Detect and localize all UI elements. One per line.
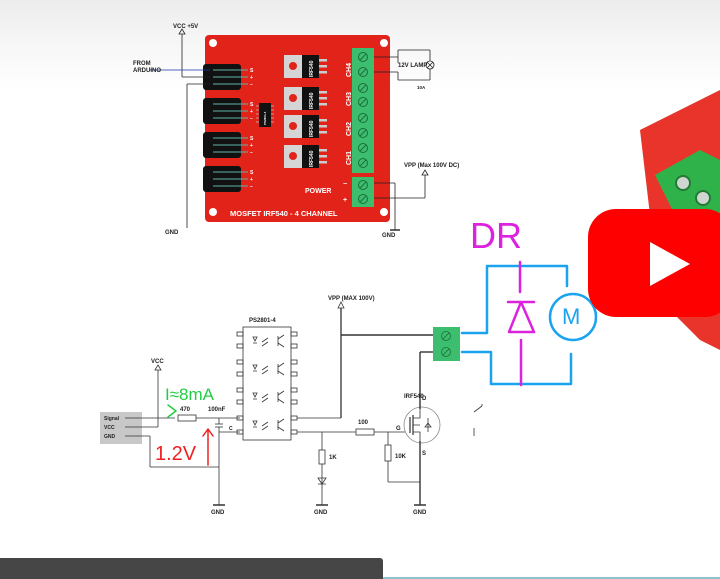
gnd-label: GND <box>165 230 179 236</box>
video-control-bar[interactable] <box>0 558 383 579</box>
pin-label: S <box>250 170 254 176</box>
connector-pin-signal: Signal <box>104 416 120 422</box>
voltage-annotation: 1.2V <box>155 443 197 465</box>
mosfet-label: IRF540 <box>404 394 424 400</box>
pin-label: − <box>250 116 253 122</box>
gnd-label: GND <box>413 510 427 516</box>
ic-label: PS2801-4 <box>249 318 276 324</box>
pin-label: + <box>250 75 253 81</box>
vcc-label: VCC +5V <box>173 24 198 30</box>
mosfet-label: IRF540 <box>309 92 315 109</box>
signal-connector <box>100 412 142 444</box>
mosfet-module-board: S + − S + − S + − S + − PS2801-4 <box>203 35 390 222</box>
diode-label: DR <box>470 215 522 256</box>
pin-label: − <box>250 82 253 88</box>
resistor-1k-label: 1K <box>329 455 337 461</box>
vcc-label: VCC <box>151 359 164 365</box>
power-label: POWER <box>305 188 331 195</box>
pin-label: S <box>250 102 254 108</box>
from-arduino-label: FROM <box>133 61 151 67</box>
current-annotation: I≈8mA <box>165 385 215 404</box>
handwritten-annotations: I≈8mA 1.2V DR M <box>155 215 598 466</box>
svg-text:ARDUINO: ARDUINO <box>133 68 161 74</box>
lamp-label: 12V LAMP <box>398 63 427 69</box>
module-title: MOSFET IRF540 - 4 CHANNEL <box>230 209 338 218</box>
gnd-label: GND <box>314 510 328 516</box>
circuit-schematic <box>100 301 483 506</box>
svg-text:G: G <box>396 426 401 432</box>
channel-label-ch4: CH4 <box>346 63 353 77</box>
svg-text:PS2801-4: PS2801-4 <box>263 111 267 125</box>
progress-track[interactable] <box>383 577 720 579</box>
connector-pin-gnd: GND <box>104 434 116 440</box>
pin-label: − <box>250 184 253 190</box>
svg-text:−: − <box>343 181 347 188</box>
mosfet-label: IRF540 <box>309 150 315 167</box>
gnd-label: GND <box>211 510 225 516</box>
youtube-play-button[interactable] <box>588 209 720 317</box>
pin-label: − <box>250 150 253 156</box>
module-wiring <box>150 28 435 231</box>
svg-text:+: + <box>343 197 347 204</box>
ps2801-ic <box>242 326 292 441</box>
lamp-current: 10A <box>417 85 426 90</box>
svg-text:S: S <box>422 451 426 457</box>
pin-label: S <box>250 68 254 74</box>
optocoupler-chip: PS2801-4 <box>256 103 274 127</box>
motor-label: M <box>562 304 580 329</box>
play-icon <box>650 242 690 286</box>
pin-label: + <box>250 143 253 149</box>
mosfet-label: IRF540 <box>309 120 315 137</box>
capacitor-label: 100nF <box>208 407 226 413</box>
channel-label-ch2: CH2 <box>346 122 353 136</box>
vpp-label: VPP (Max 100V DC) <box>404 163 459 169</box>
svg-text:C: C <box>229 426 233 432</box>
pin-label: S <box>250 136 254 142</box>
mosfet-packages: IRF540 IRF540 IRF540 IRF540 <box>284 55 327 168</box>
connector-pin-vcc: VCC <box>104 425 115 431</box>
load-terminal-block <box>433 327 460 361</box>
pin-label: + <box>250 177 253 183</box>
mosfet-label: IRF540 <box>309 60 315 77</box>
channel-label-ch1: CH1 <box>346 151 353 165</box>
svg-text:D: D <box>422 396 427 402</box>
gnd-label: GND <box>382 233 396 239</box>
resistor-100-label: 100 <box>358 420 369 426</box>
power-terminal-block <box>352 177 374 207</box>
input-headers <box>203 64 248 192</box>
vpp-label: VPP (MAX 100V) <box>328 296 375 302</box>
output-terminal-block <box>352 48 374 173</box>
channel-label-ch3: CH3 <box>346 92 353 106</box>
pin-label: + <box>250 109 253 115</box>
resistor-10k-label: 10K <box>395 454 407 460</box>
resistor-470-label: 470 <box>180 407 191 413</box>
